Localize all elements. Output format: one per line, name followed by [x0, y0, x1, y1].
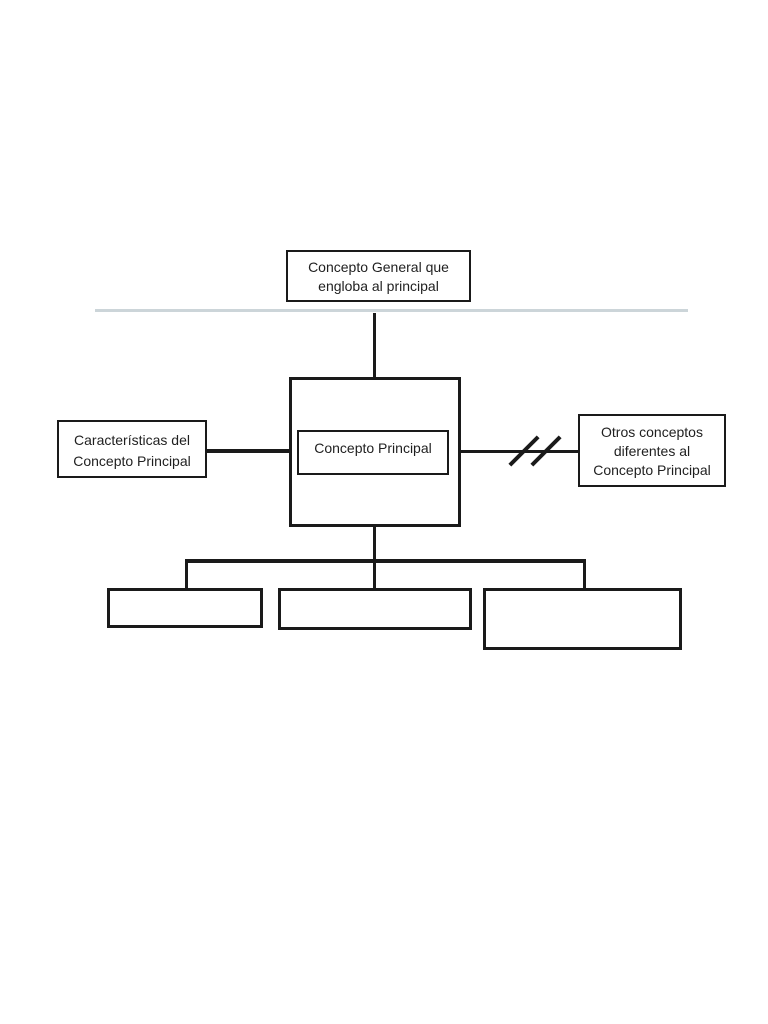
- node-label-line: engloba al principal: [318, 278, 439, 294]
- branch-horizontal-line: [185, 559, 586, 563]
- node-child-empty-2: [278, 588, 472, 630]
- connector-general-to-main: [373, 313, 376, 377]
- branch-drop-center: [373, 559, 376, 588]
- node-characteristics: Características del Concepto Principal: [57, 420, 207, 478]
- node-child-empty-1: [107, 588, 263, 628]
- node-label-line: Concepto General que: [308, 259, 449, 275]
- branch-drop-left: [185, 559, 188, 588]
- page-divider-line: [95, 309, 688, 312]
- node-label-line: Concepto Principal: [314, 440, 432, 456]
- node-label-line: Otros conceptos: [601, 424, 703, 440]
- node-general-concept: Concepto General que engloba al principa…: [286, 250, 471, 302]
- node-child-empty-3: [483, 588, 682, 650]
- node-label-line: Concepto Principal: [73, 453, 191, 469]
- connector-main-to-branch: [373, 526, 376, 562]
- main-concept-label-box: Concepto Principal: [297, 430, 449, 475]
- connector-characteristics-to-main: [207, 449, 289, 453]
- node-label-line: Concepto Principal: [593, 462, 711, 478]
- node-label-line: Características del: [74, 432, 190, 448]
- branch-drop-right: [583, 559, 586, 588]
- node-other-concepts: Otros conceptos diferentes al Concepto P…: [578, 414, 726, 487]
- node-label-line: diferentes al: [613, 443, 691, 459]
